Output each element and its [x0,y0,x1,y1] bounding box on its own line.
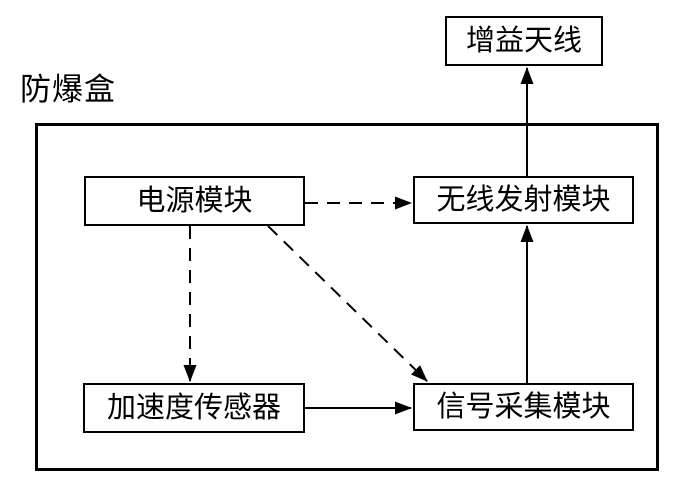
node-accelerometer-sensor: 加速度传感器 [83,383,305,433]
node-gain-antenna: 增益天线 [445,16,603,66]
node-power-module: 电源模块 [84,176,305,226]
container-label-explosion-proof-box: 防爆盒 [20,72,116,107]
node-wireless-transmitter-module: 无线发射模块 [413,176,634,224]
node-signal-acquisition-module: 信号采集模块 [413,383,634,431]
explosion-proof-box-outline [35,123,659,471]
